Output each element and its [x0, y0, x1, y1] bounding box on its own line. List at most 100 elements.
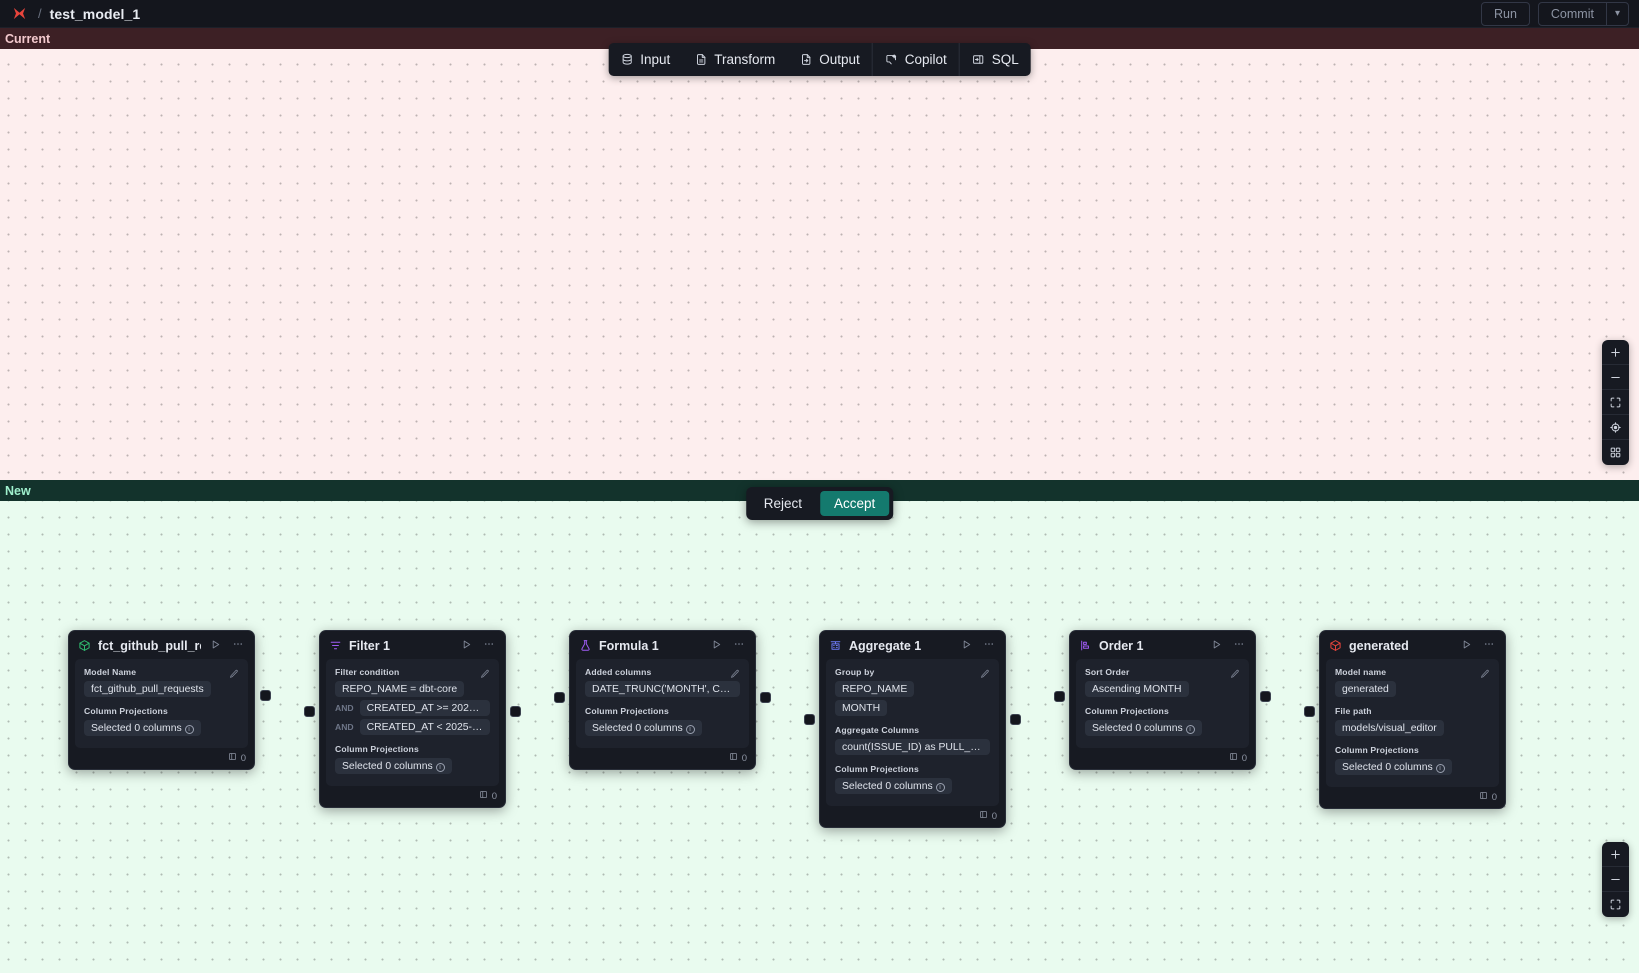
accept-button[interactable]: Accept: [819, 491, 890, 516]
pencil-icon[interactable]: [1480, 666, 1490, 684]
toolbar-item-input[interactable]: Input: [608, 43, 682, 76]
info-icon[interactable]: i: [435, 762, 445, 772]
reject-button[interactable]: Reject: [750, 491, 816, 516]
more-horizontal-icon[interactable]: [230, 638, 246, 653]
pencil-icon[interactable]: [1230, 666, 1240, 684]
toolbar-item-sql[interactable]: SQL: [958, 43, 1031, 76]
brand-x-logo[interactable]: [10, 5, 28, 23]
node-header[interactable]: Filter 1: [320, 631, 505, 659]
node-source[interactable]: fct_github_pull_requestsModel Namefct_gi…: [68, 630, 255, 770]
chevron-down-icon[interactable]: ▾: [1605, 2, 1628, 25]
node-port[interactable]: [554, 692, 565, 703]
minus-icon[interactable]: [1602, 867, 1629, 892]
toolbar-item-copilot[interactable]: Copilot: [871, 43, 959, 76]
node-port[interactable]: [760, 692, 771, 703]
play-icon[interactable]: [208, 639, 223, 653]
more-horizontal-icon[interactable]: [481, 638, 497, 653]
pencil-icon[interactable]: [229, 666, 239, 684]
value-pill[interactable]: Ascending MONTH: [1085, 681, 1189, 697]
node-port[interactable]: [804, 714, 815, 725]
run-button[interactable]: Run: [1480, 1, 1530, 26]
node-header[interactable]: Formula 1: [570, 631, 755, 659]
section-label: Model Name: [84, 667, 137, 677]
play-icon[interactable]: [459, 639, 474, 653]
node-header[interactable]: generated: [1320, 631, 1505, 659]
cube-icon-red: [1329, 639, 1342, 652]
lock-target-icon[interactable]: [1602, 415, 1629, 440]
more-horizontal-icon[interactable]: [981, 638, 997, 653]
plus-icon[interactable]: [1602, 842, 1629, 867]
commit-split-button[interactable]: Commit ▾: [1537, 1, 1629, 26]
node-port[interactable]: [510, 706, 521, 717]
value-pill[interactable]: MONTH: [835, 700, 888, 716]
info-icon[interactable]: i: [685, 724, 695, 734]
value-pill[interactable]: Selected 0 columns i: [835, 778, 952, 794]
info-icon[interactable]: i: [935, 782, 945, 792]
node-header[interactable]: Aggregate 1: [820, 631, 1005, 659]
value-pill[interactable]: Selected 0 columns i: [1335, 759, 1452, 775]
value-pill[interactable]: models/visual_editor: [1335, 720, 1444, 736]
node-port[interactable]: [1054, 691, 1065, 702]
value-pill[interactable]: Selected 0 columns i: [1085, 720, 1202, 736]
node-header[interactable]: Order 1: [1070, 631, 1255, 659]
toolbar-item-output[interactable]: Output: [787, 43, 872, 76]
fit-view-icon[interactable]: [1602, 892, 1629, 917]
plus-icon[interactable]: [1602, 340, 1629, 365]
node-port[interactable]: [260, 690, 271, 701]
play-icon[interactable]: [1209, 639, 1224, 653]
fit-view-icon[interactable]: [1602, 390, 1629, 415]
value-pill[interactable]: CREATED_AT < 2025-03-01: [359, 719, 490, 735]
pane-current[interactable]: Current: [0, 28, 1639, 480]
value-pill[interactable]: count(ISSUE_ID) as PULL_REQUEST_...: [835, 739, 990, 755]
more-horizontal-icon[interactable]: [731, 638, 747, 653]
node-port[interactable]: [1260, 691, 1271, 702]
value-pill[interactable]: CREATED_AT >= 2024-12-01: [359, 700, 490, 716]
commit-button[interactable]: Commit: [1550, 6, 1594, 21]
value-pill[interactable]: DATE_TRUNC('MONTH', CREATED_AT...: [585, 681, 740, 697]
info-icon[interactable]: i: [1185, 724, 1195, 734]
toolbar-item-label: Input: [640, 52, 671, 67]
condition-row: Selected 0 columns i: [835, 778, 990, 794]
value-pill[interactable]: REPO_NAME: [835, 681, 915, 697]
more-horizontal-icon[interactable]: [1231, 638, 1247, 653]
minus-icon[interactable]: [1602, 365, 1629, 390]
value-pill[interactable]: Selected 0 columns i: [335, 758, 452, 774]
value-pill[interactable]: generated: [1335, 681, 1396, 697]
columns-icon: [979, 810, 988, 822]
node-port[interactable]: [1010, 714, 1021, 725]
value-pill[interactable]: Selected 0 columns i: [84, 720, 201, 736]
node-title: fct_github_pull_requests: [98, 638, 201, 653]
grid-icon[interactable]: [1602, 440, 1629, 465]
value-pill[interactable]: REPO_NAME = dbt-core: [335, 681, 465, 697]
row-count: 0: [240, 752, 246, 764]
more-horizontal-icon[interactable]: [1481, 638, 1497, 653]
node-port[interactable]: [304, 706, 315, 717]
section-label: Group by: [835, 667, 875, 677]
info-icon[interactable]: i: [184, 724, 194, 734]
info-icon[interactable]: i: [1435, 763, 1445, 773]
aggregate-icon: [829, 639, 842, 652]
node-port[interactable]: [1304, 706, 1315, 717]
pencil-icon[interactable]: [730, 666, 740, 684]
toolbar-item-transform[interactable]: Transform: [682, 43, 787, 76]
condition-row: REPO_NAME = dbt-core: [335, 681, 490, 697]
pencil-icon[interactable]: [980, 666, 990, 684]
columns-icon: [1479, 791, 1488, 803]
value-pill[interactable]: Selected 0 columns i: [585, 720, 702, 736]
value-pill[interactable]: fct_github_pull_requests: [84, 681, 211, 697]
condition-row: DATE_TRUNC('MONTH', CREATED_AT...: [585, 681, 740, 697]
node-header[interactable]: fct_github_pull_requests: [69, 631, 254, 659]
pencil-icon[interactable]: [480, 666, 490, 684]
node-footer: 0: [820, 806, 1005, 827]
play-icon[interactable]: [959, 639, 974, 653]
play-icon[interactable]: [709, 639, 724, 653]
filter-icon: [329, 639, 342, 652]
play-icon[interactable]: [1459, 639, 1474, 653]
row-count: 0: [1241, 752, 1247, 764]
topbar-actions: Run Commit ▾: [1480, 1, 1629, 26]
